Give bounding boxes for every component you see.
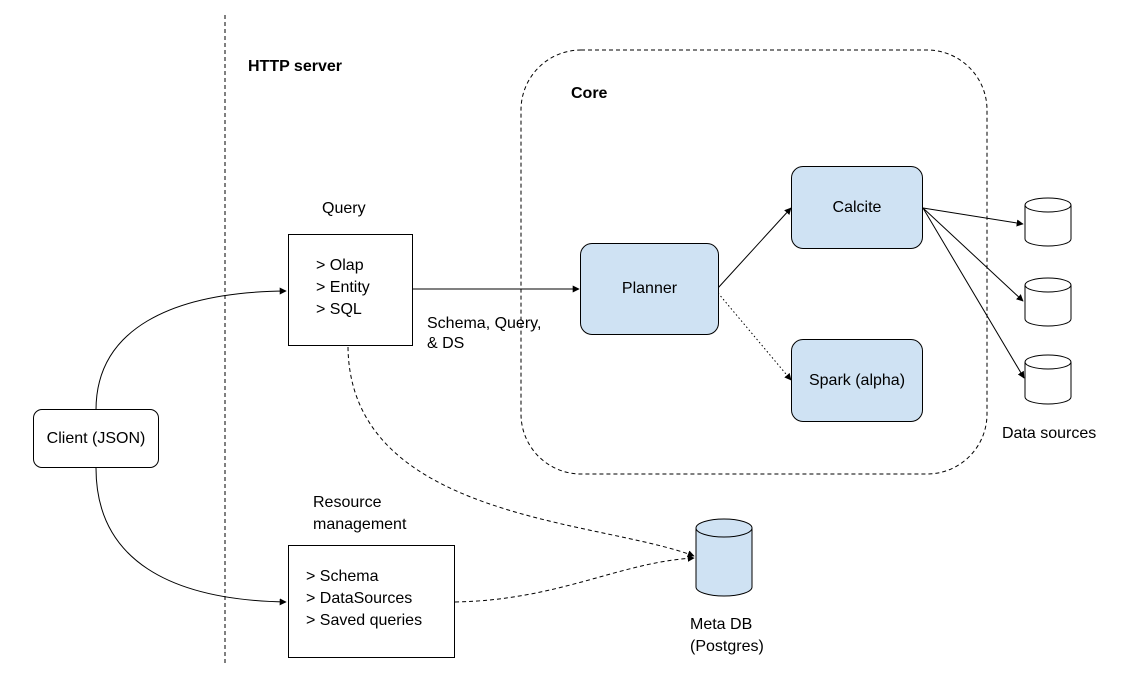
planner-node-label: Planner bbox=[621, 280, 678, 297]
data-sources-label: Data sources bbox=[1002, 425, 1097, 442]
meta-db-cylinder-icon bbox=[695, 518, 753, 597]
query-item-sql: > SQL bbox=[316, 301, 362, 318]
client-node-label: Client (JSON) bbox=[46, 429, 146, 447]
calcite-node-label: Calcite bbox=[832, 198, 882, 216]
meta-db-label-line2: (Postgres) bbox=[690, 638, 764, 655]
edge-planner-calcite bbox=[717, 207, 792, 289]
client-node[interactable]: Client (JSON) bbox=[33, 409, 159, 468]
resource-title-line2: management bbox=[313, 516, 407, 533]
edge-calcite-ds1 bbox=[922, 207, 1024, 227]
edge-client-query bbox=[95, 287, 287, 411]
edge-calcite-ds2 bbox=[922, 207, 1024, 302]
resource-box[interactable]: > Schema > DataSources > Saved queries bbox=[288, 545, 455, 658]
http-server-title: HTTP server bbox=[248, 58, 342, 75]
edge-label-line1: Schema, Query, bbox=[427, 315, 542, 332]
query-box[interactable]: > Olap > Entity > SQL bbox=[288, 234, 413, 346]
query-title: Query bbox=[322, 200, 366, 217]
edge-resource-metadb bbox=[454, 554, 695, 603]
planner-node[interactable]: Planner bbox=[580, 243, 719, 335]
spark-node-label: Spark (alpha) bbox=[808, 371, 906, 389]
resource-item-saved-queries: > Saved queries bbox=[306, 612, 423, 629]
data-source-3-cylinder-icon bbox=[1024, 354, 1072, 405]
core-region bbox=[520, 49, 988, 475]
data-source-2-cylinder-icon bbox=[1024, 277, 1072, 327]
edge-calcite-ds3 bbox=[922, 207, 1025, 379]
meta-db-label-line1: Meta DB bbox=[690, 616, 753, 633]
query-item-olap: > Olap bbox=[316, 257, 364, 274]
edge-planner-spark bbox=[717, 292, 792, 381]
edge-query-metadb bbox=[347, 346, 695, 558]
edge-label-line2: & DS bbox=[427, 335, 465, 352]
data-source-1-cylinder-icon bbox=[1024, 197, 1072, 247]
spark-node[interactable]: Spark (alpha) bbox=[791, 339, 923, 422]
resource-item-datasources: > DataSources bbox=[306, 590, 413, 607]
edge-client-resource bbox=[95, 467, 287, 606]
resource-item-schema: > Schema bbox=[306, 568, 379, 585]
query-item-entity: > Entity bbox=[316, 279, 370, 296]
resource-title-line1: Resource bbox=[313, 494, 382, 511]
core-title: Core bbox=[571, 85, 608, 102]
calcite-node[interactable]: Calcite bbox=[791, 166, 923, 249]
